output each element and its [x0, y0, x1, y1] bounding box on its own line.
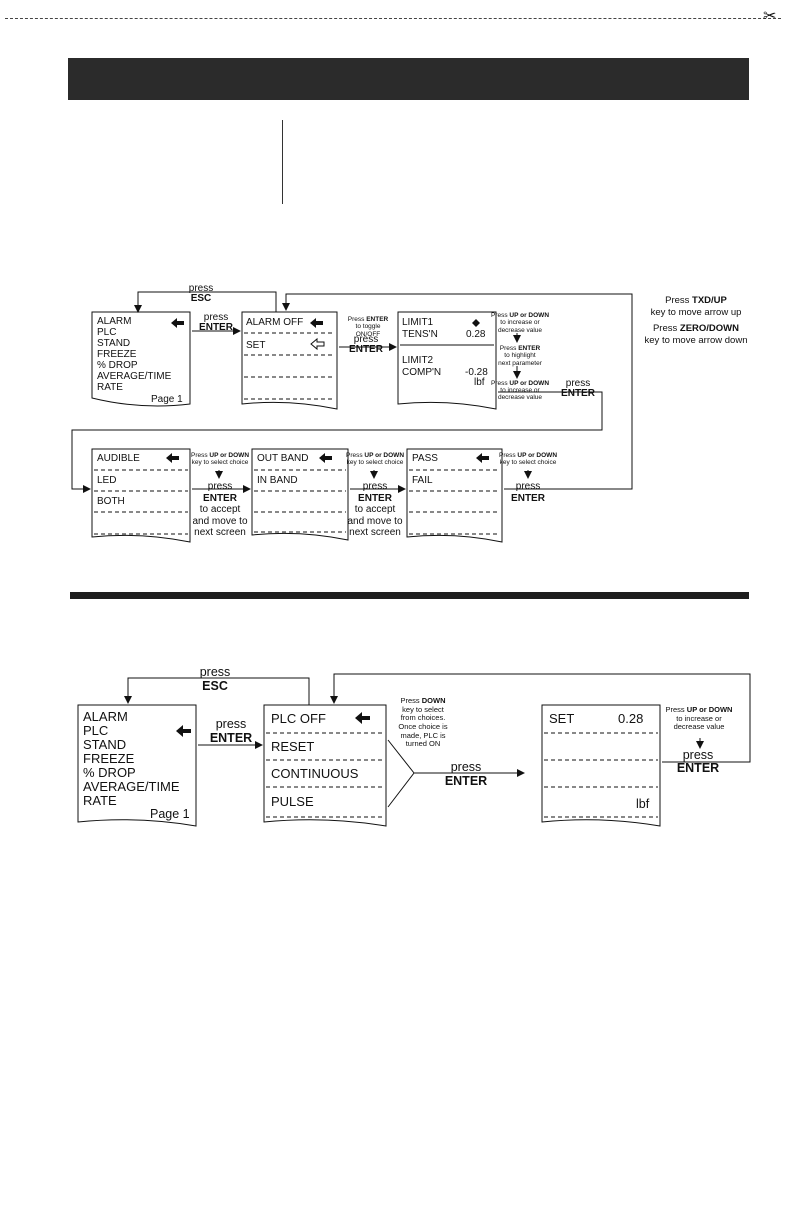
selector-arrow-icon [310, 318, 323, 328]
unit-label: lbf [636, 797, 650, 811]
selector-arrow-icon [166, 453, 179, 463]
menu-item-stand[interactable]: STAND [97, 338, 131, 349]
header-bar [68, 58, 749, 100]
lcd-limits [397, 311, 497, 410]
select-note-3: Press UP or DOWN key to select choice [498, 452, 558, 467]
enter-key-label: ENTER [199, 322, 233, 333]
alarm-off-item[interactable]: ALARM OFF [246, 317, 304, 328]
enter-press-label: press [203, 312, 229, 323]
limit2-label: LIMIT2 [402, 355, 434, 366]
page-label: Page 1 [151, 394, 183, 405]
enter-key-label: ENTER [444, 774, 488, 788]
tension-label: TENS'N [402, 329, 438, 340]
limit-note-1: Press UP or DOWN to increase or decrease… [490, 312, 550, 334]
select-note-1: Press UP or DOWN key to select choice [190, 452, 250, 467]
both-item[interactable]: BOTH [97, 496, 125, 507]
trim-line [5, 18, 781, 19]
menu-item-plc[interactable]: PLC [83, 723, 109, 738]
tension-value[interactable]: 0.28 [466, 329, 486, 340]
limit1-label: LIMIT1 [402, 317, 434, 328]
enter-press-label: press [682, 748, 714, 762]
enter-press-label: press [450, 760, 482, 774]
pulse-item[interactable]: PULSE [271, 794, 314, 809]
header-divider [282, 120, 283, 204]
diamond-marker-icon [472, 319, 480, 327]
lcd-plc-menu [77, 704, 197, 827]
enter-key-label: ENTER [676, 761, 720, 775]
menu-item-plc[interactable]: PLC [97, 327, 117, 338]
lcd-pass [406, 448, 503, 543]
audible-item[interactable]: AUDIBLE [97, 453, 140, 464]
help-up: Press TXD/UP key to move arrow up [650, 295, 742, 318]
menu-item-rate[interactable]: RATE [97, 382, 123, 393]
menu-item-alarm[interactable]: ALARM [83, 709, 128, 724]
esc-press-label: press [188, 283, 214, 294]
menu-item-average-time[interactable]: AVERAGE/TIME [97, 371, 172, 382]
scissors-icon: ✂ [763, 8, 777, 25]
esc-key-label: ESC [190, 293, 212, 304]
limit-note-3b: decrease value [497, 394, 543, 401]
out-band-item[interactable]: OUT BAND [257, 453, 309, 464]
pass-item[interactable]: PASS [412, 453, 438, 464]
lcd-band [251, 448, 349, 541]
menu-item-stand[interactable]: STAND [83, 737, 127, 752]
set-value[interactable]: 0.28 [618, 711, 644, 726]
enter-key-label: ENTER [349, 344, 383, 355]
enter-press-label: press [565, 378, 591, 389]
section-rule [70, 592, 749, 599]
selector-arrow-icon [319, 453, 332, 463]
lcd-plc-set [541, 704, 661, 827]
set-label: SET [549, 711, 575, 726]
set-item[interactable]: SET [246, 340, 266, 351]
esc-key-label: ESC [202, 679, 228, 693]
selector-arrow-icon [176, 725, 191, 737]
enter-press-label: press [353, 334, 379, 345]
limit-note-2: Press ENTER to highlight next parameter [498, 345, 542, 367]
selector-arrow-icon [476, 453, 489, 463]
esc-press-label: press [199, 665, 231, 679]
final-enter-note: press ENTER [511, 481, 545, 504]
menu-item-drop[interactable]: % DROP [83, 765, 136, 780]
hollow-arrow-icon [310, 337, 325, 351]
comp-label: COMP'N [402, 367, 442, 378]
lcd-alarm-off [241, 311, 338, 410]
accept-note-1: press ENTER to accept and move to next s… [192, 481, 248, 538]
plc-off-item[interactable]: PLC OFF [271, 711, 326, 726]
menu-item-drop[interactable]: % DROP [97, 360, 138, 371]
selector-arrow-icon [171, 318, 184, 328]
in-band-item[interactable]: IN BAND [257, 475, 298, 486]
page-label: Page 1 [150, 807, 190, 821]
menu-item-freeze[interactable]: FREEZE [97, 349, 137, 360]
enter-key-label: ENTER [561, 388, 595, 399]
limit-note-3: Press UP or DOWN to increase or [490, 380, 550, 395]
selector-arrow-icon [355, 712, 370, 724]
enter-press-label: press [215, 717, 247, 731]
lcd-audible [91, 448, 191, 543]
lcd-alarm-menu [91, 311, 191, 407]
accept-note-2: press ENTER to accept and move to next s… [347, 481, 403, 538]
menu-item-rate[interactable]: RATE [83, 793, 117, 808]
comp-value[interactable]: -0.28 [465, 367, 488, 378]
fail-item[interactable]: FAIL [412, 475, 433, 486]
enter-key-label: ENTER [209, 731, 253, 745]
help-down: Press ZERO/DOWN key to move arrow down [644, 323, 748, 346]
toggle-note: Press ENTER to toggle ON/OFF [347, 316, 389, 338]
reset-item[interactable]: RESET [271, 739, 315, 754]
menu-item-freeze[interactable]: FREEZE [83, 751, 135, 766]
plc-value-note: Press UP or DOWN to increase or decrease… [665, 705, 733, 732]
menu-item-average-time[interactable]: AVERAGE/TIME [83, 779, 180, 794]
plc-choice-note: Press DOWN key to select from choices. O… [398, 696, 448, 749]
lcd-plc-choices [263, 704, 387, 827]
select-note-2: Press UP or DOWN key to select choice [345, 452, 405, 467]
menu-item-alarm[interactable]: ALARM [97, 316, 132, 327]
unit-label: lbf [474, 377, 485, 388]
continuous-item[interactable]: CONTINUOUS [271, 766, 359, 781]
led-item[interactable]: LED [97, 475, 117, 486]
